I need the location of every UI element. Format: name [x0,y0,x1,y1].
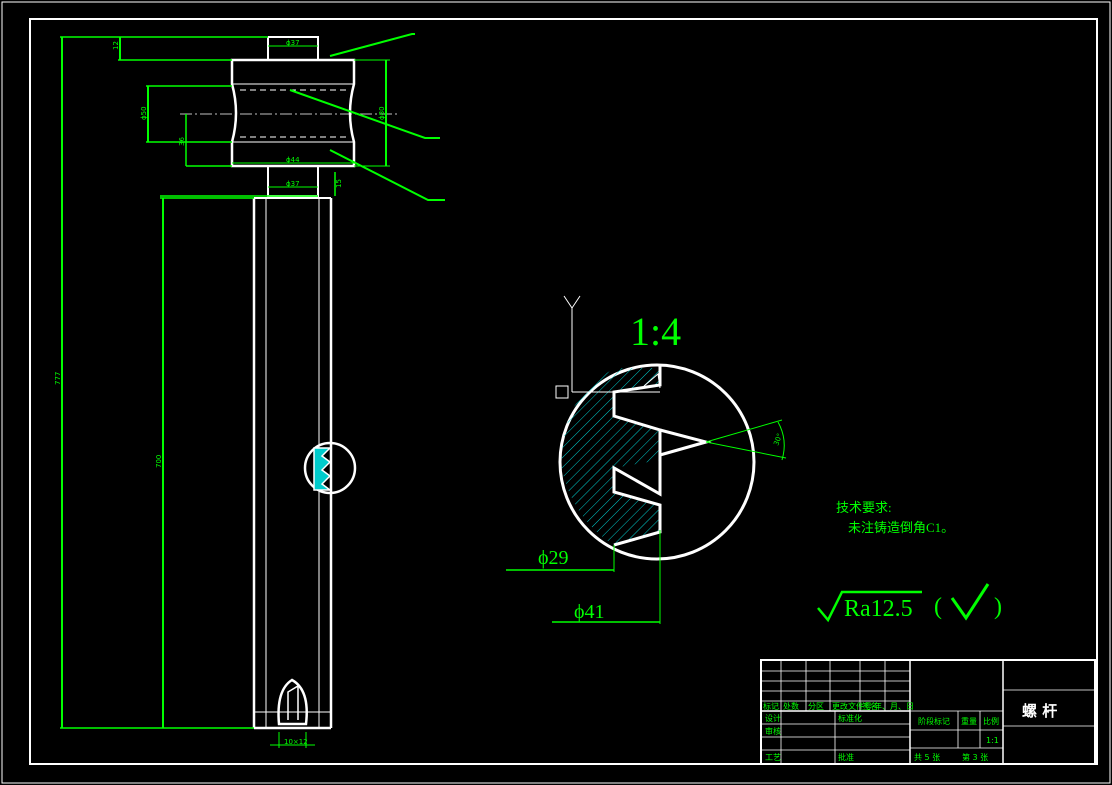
dim-text-phi37-bottom: ϕ37 [286,180,300,188]
angle-line-1 [705,419,783,443]
dim-text-bottom-key: 10×12 [284,738,308,746]
scale-label: 1:4 [630,309,681,354]
leader-rough-2 [289,89,440,139]
notes-line-1: 未注铸造倒角C1。 [848,520,954,535]
dim-d29-text: ϕ29 [538,547,569,569]
inner-frame [29,18,1098,765]
dim-text-total-len: 777 [54,372,62,385]
leader-rough-1 [329,33,415,57]
dim-d41-text: ϕ41 [574,601,605,623]
tb-weight: 重量 [961,716,977,726]
tb-stage: 阶段标记 [918,716,950,726]
angle-arc [777,421,785,461]
dim-text-left-small: 36 [178,137,186,146]
tb-rev-1: 标记 [763,701,779,711]
local-section-circle [303,441,357,495]
tb-scale: 比例 [983,716,999,726]
tb-rev-6: 年、月、日 [874,701,914,711]
bottom-keyway [277,678,308,726]
detail-circle [558,363,756,561]
dim-text-top-len: 12 [112,41,120,50]
dim-text-right-small: 15 [335,179,343,188]
detail-thread-tip [659,428,712,457]
roughness-check-icon [950,583,990,621]
dim-text-phi37-top: ϕ37 [286,39,300,47]
tb-rev-3: 分区 [808,702,824,711]
roughness-value: Ra12.5 [844,596,913,622]
leader-rough-3 [329,149,445,201]
technical-notes: 技术要求: 未注铸造倒角C1。 [836,500,954,535]
detail-angle-text: 30° [772,432,784,446]
tb-row-check: 审核 [765,726,781,736]
tb-approve: 批准 [838,752,854,762]
ucs-y-arrow [563,295,581,309]
tb-rev-5: 签名 [862,701,878,711]
roughness-paren-open: ( [934,594,942,620]
detail-view: 30° 1:4 ϕ29 ϕ41 [506,295,787,624]
dim-text-phi-mid: ϕ50 [140,106,148,120]
tb-rev-2: 处数 [783,701,799,711]
dim-text-shaft-len: 700 [155,455,163,468]
tb-scale-value: 1:1 [986,736,999,745]
shaft-top-stub [268,36,319,60]
tb-sheet-no: 第 3 张 [962,752,988,762]
shaft-head [230,58,356,168]
roughness-symbol: Ra12.5 ( ) [817,583,1002,623]
dim-text-phi44: ϕ44 [286,156,300,164]
roughness-paren-close: ) [994,594,1002,620]
tb-rev-4: 更改文件号 [832,701,872,711]
title-block: 标记 处数 分区 更改文件号 签名 年、月、日 设计 标准化 审核 工艺 批准 … [760,659,1096,765]
tb-sheets: 共 5 张 [914,753,940,762]
ucs-origin-box [555,385,569,399]
notes-title: 技术要求: [836,500,892,515]
screw-shaft [180,36,400,730]
ucs-x-arrow [643,373,661,389]
bottom-keyway-inner [287,684,299,720]
detail-hatch [561,368,660,545]
tb-row-process: 工艺 [765,753,781,762]
tb-row-design: 设计 [765,713,781,723]
tb-std: 标准化 [838,713,862,723]
roughness-check-mark [817,590,922,623]
dimensions: 12 ϕ37 ϕ50 36 ϕ80 ϕ44 ϕ37 15 777 700 10×… [54,33,445,748]
local-section-thread [313,447,333,491]
tb-part-name: 螺 杆 [1022,702,1057,720]
angle-line-2 [705,441,787,459]
dim-text-right-phi: ϕ80 [378,106,386,120]
title-block-border [760,659,1096,765]
